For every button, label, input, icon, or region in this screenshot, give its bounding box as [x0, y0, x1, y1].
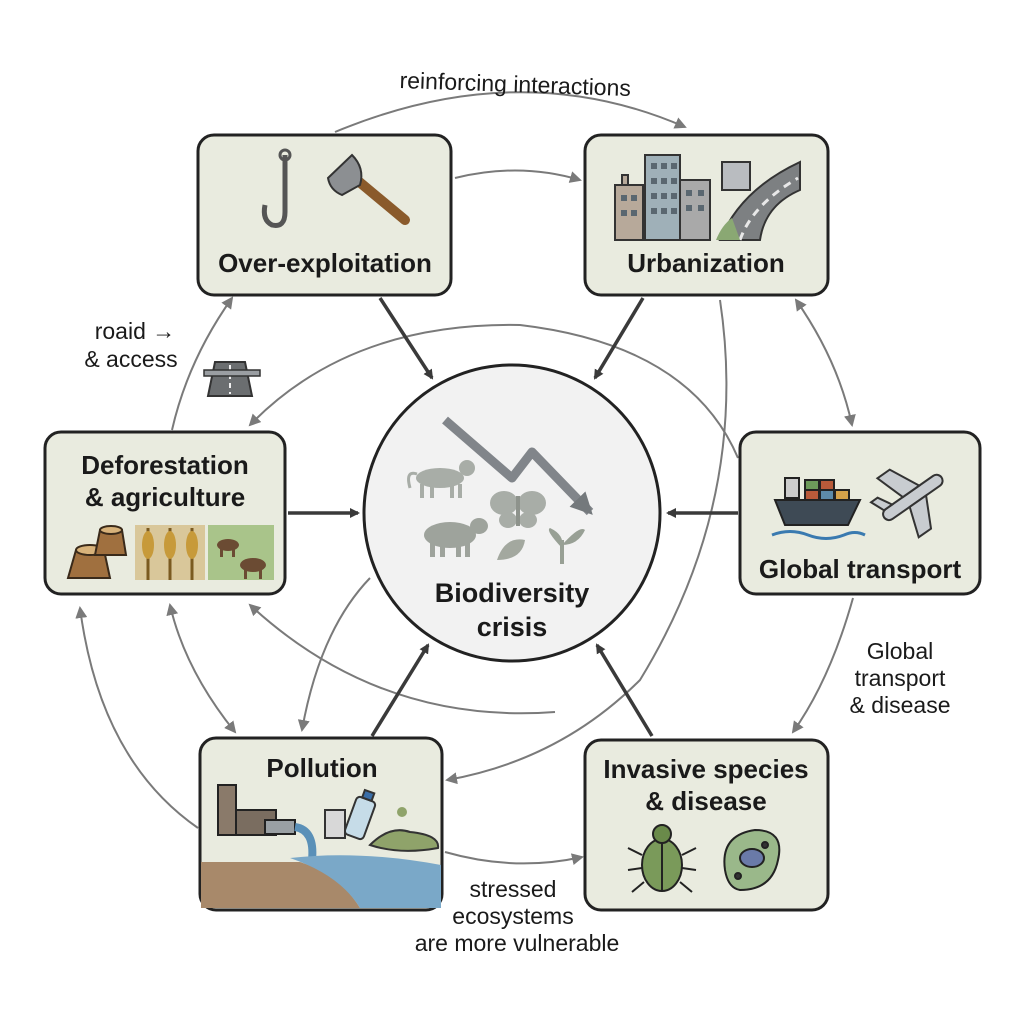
- arrow-overexploitation-to-urbanization: [454, 169, 582, 183]
- arrow-deforestation-to-overexploitation: [171, 296, 234, 431]
- arrow-pollution-to-center: [370, 643, 430, 737]
- driver-arrows: [288, 297, 738, 737]
- arrow-urbanization-transport: [794, 298, 856, 427]
- urbanization-title: Urbanization: [627, 248, 784, 278]
- invasive-species-node: Invasive species & disease: [583, 738, 830, 912]
- note-road-line2: & access: [84, 346, 177, 372]
- pasture-icon: [208, 525, 274, 580]
- plastic-bottle-icon: [343, 788, 377, 841]
- tree-stump-icon: [66, 525, 128, 579]
- beetle-icon: [627, 824, 697, 893]
- arrow-pollution-to-invasive: [444, 851, 584, 866]
- deforestation-node: Deforestation & agriculture: [43, 430, 287, 596]
- note-stressed-ecosystems: stressed ecosystems are more vulnerable: [415, 876, 620, 956]
- polluted-water-icon: [290, 855, 441, 908]
- decline-arrow-icon: [442, 416, 594, 516]
- arrow-invasive-to-center: [595, 643, 654, 737]
- invasive-title-line2: & disease: [645, 786, 766, 816]
- pollution-title: Pollution: [266, 753, 377, 783]
- note-bottom-line3: are more vulnerable: [415, 930, 620, 956]
- cargo-ship-icon: [771, 477, 866, 540]
- airplane-icon: [869, 468, 944, 539]
- note-road-access: roaid → & access: [84, 318, 261, 397]
- note-transport-line2: transport: [855, 665, 946, 691]
- arrow-deforestation-pollution: [166, 603, 237, 734]
- oil-spill-icon: [368, 829, 440, 852]
- note-bottom-line1: stressed: [470, 876, 557, 902]
- arrow-inner-loop-upper: [248, 323, 739, 459]
- overexploitation-title: Over-exploitation: [218, 248, 432, 278]
- discharge-pipe-icon: [264, 819, 317, 861]
- global-transport-box: [738, 430, 982, 596]
- axe-icon: [326, 153, 410, 225]
- window-grid: [621, 163, 704, 216]
- pollution-node: Pollution: [198, 736, 444, 912]
- riverbank: [201, 862, 360, 908]
- global-transport-title: Global transport: [759, 554, 962, 584]
- interaction-arrows: [75, 91, 856, 866]
- note-reinforcing-interactions: reinforcing interactions: [399, 67, 631, 101]
- note-road-line1: roaid →: [95, 318, 176, 344]
- arrow-overexploitation-to-center: [378, 297, 434, 380]
- big-cat-icon: [407, 460, 475, 498]
- deforestation-title-line1: Deforestation: [81, 450, 249, 480]
- droplet-icon: [397, 807, 407, 817]
- urbanization-node: Urbanization: [583, 133, 830, 297]
- microbe-icon: [723, 828, 781, 892]
- invasive-title-line1-text: Invasive species: [603, 754, 808, 784]
- deforestation-title-line2: & agriculture: [85, 482, 245, 512]
- arrow-inner-loop-lower: [248, 603, 556, 715]
- arrow-transport-to-invasive: [791, 597, 854, 734]
- wheat-crop-icon: [135, 525, 205, 580]
- cattle-icon: [424, 518, 488, 557]
- biodiversity-crisis-node: Biodiversity crisis: [362, 363, 662, 663]
- leaf-icon: [497, 539, 525, 560]
- note-transport-disease: Global transport & disease: [849, 638, 950, 718]
- global-transport-node: Global transport: [738, 430, 982, 596]
- note-bottom-line2: ecosystems: [452, 903, 573, 929]
- overexploitation-node: Over-exploitation: [196, 133, 453, 297]
- fishing-hook-icon: [261, 148, 292, 228]
- waste-icon: [324, 809, 346, 839]
- center-title-line1: Biodiversity: [435, 578, 590, 608]
- note-transport-line1: Global: [867, 638, 933, 664]
- road-icon: [203, 361, 261, 397]
- note-transport-line3: & disease: [849, 692, 950, 718]
- arrow-inner-loop-left: [297, 577, 371, 732]
- arrow-urbanization-to-pollution: [445, 299, 728, 785]
- arrow-top-arc: [334, 91, 687, 133]
- overexploitation-box: [196, 133, 453, 297]
- arrow-pollution-to-deforestation: [75, 606, 199, 829]
- arrow-urbanization-to-center: [593, 297, 645, 380]
- highway-icon: [716, 160, 801, 241]
- seedling-icon: [548, 528, 585, 564]
- center-title-line2: crisis: [477, 612, 548, 642]
- butterfly-icon: [490, 491, 546, 528]
